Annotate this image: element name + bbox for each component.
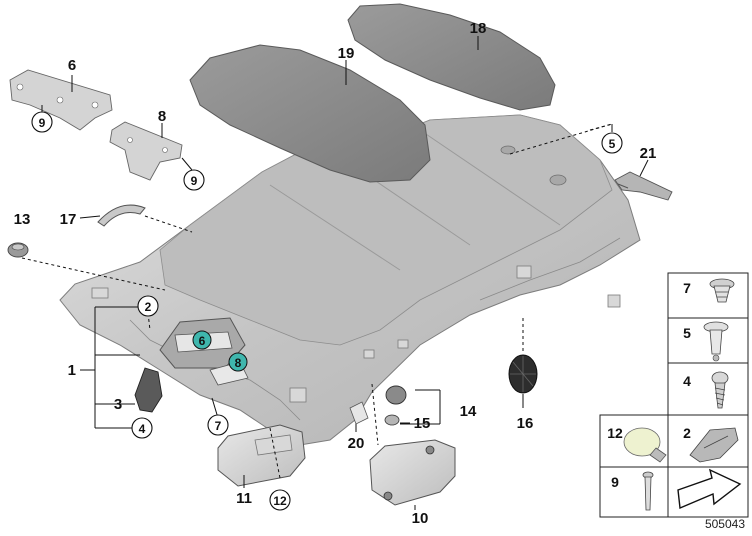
callout-11: 11	[236, 490, 252, 507]
callout-8: 8	[158, 108, 166, 125]
spring-clip-icon	[689, 427, 739, 463]
callout-15: 15	[414, 415, 431, 432]
callout-6-highlight: 6	[199, 334, 206, 348]
callout-2-ring	[137, 295, 159, 317]
arrow-icon	[677, 468, 742, 510]
callout-7-ring	[207, 414, 229, 436]
legend-label-9: 9	[611, 474, 619, 490]
callout-4-ring	[131, 417, 153, 439]
callout-8-highlight: 8	[235, 356, 242, 370]
highlight-marker-8	[228, 352, 248, 372]
callout-6: 6	[68, 57, 76, 74]
holder-21	[614, 171, 673, 201]
legend-label-7: 7	[683, 280, 691, 296]
callout-4: 4	[139, 422, 146, 436]
sound-insulation-panel-19	[189, 44, 431, 183]
legend-cell-7	[667, 272, 749, 319]
cover-16	[508, 354, 538, 394]
callout-18: 18	[470, 20, 487, 37]
legend-label-4: 4	[683, 373, 691, 389]
callout-2: 2	[145, 300, 152, 314]
screw-icon	[711, 371, 729, 409]
callout-19: 19	[338, 45, 355, 62]
clip-icon	[709, 278, 735, 303]
blind-rivet-icon	[642, 471, 654, 511]
clip-13	[7, 242, 29, 258]
callout-9-ring-b	[183, 169, 205, 191]
callout-21: 21	[640, 145, 657, 162]
callout-5-ring	[601, 132, 623, 154]
clip-20	[349, 401, 369, 425]
legend-label-2: 2	[683, 425, 691, 441]
callout-9-ring-a	[31, 111, 53, 133]
legend-label-5: 5	[683, 325, 691, 341]
reference-number: 505043	[705, 517, 745, 531]
callout-5: 5	[609, 137, 616, 151]
callout-9-a: 9	[39, 116, 46, 130]
sun-visor-11	[217, 424, 306, 487]
rivet-icon	[703, 321, 729, 362]
bracket-8	[109, 121, 183, 181]
callout-1: 1	[68, 362, 76, 379]
bracket-6	[9, 69, 113, 131]
clip-3	[134, 367, 163, 413]
clips-14-15	[384, 385, 407, 426]
interior-light-console: 6 8	[159, 317, 249, 386]
callout-labels: 6 9 8 9 17 13 19 18 5 21 2 1 3 4 7 20 14…	[14, 20, 657, 527]
sun-visor-10	[369, 439, 456, 506]
callout-9-b: 9	[191, 174, 198, 188]
callout-7: 7	[215, 419, 222, 433]
callout-12-ring	[269, 489, 291, 511]
callout-3: 3	[114, 396, 122, 413]
legend-label-12: 12	[607, 425, 623, 441]
sound-insulation-panel-18	[347, 3, 556, 111]
fastener-legend: 7 5 4 12 2 9	[599, 272, 749, 518]
callout-13: 13	[14, 211, 31, 228]
callout-20: 20	[348, 435, 365, 452]
callout-16: 16	[517, 415, 534, 432]
callout-12: 12	[273, 494, 287, 508]
callout-14: 14	[460, 403, 477, 420]
callout-10: 10	[412, 510, 429, 527]
grab-handle-17	[97, 204, 146, 227]
bulb-icon	[623, 427, 667, 463]
highlight-marker-6	[192, 330, 212, 350]
legend-cell-4	[667, 362, 749, 416]
leader-lines	[21, 36, 649, 510]
callout-17: 17	[60, 211, 77, 228]
